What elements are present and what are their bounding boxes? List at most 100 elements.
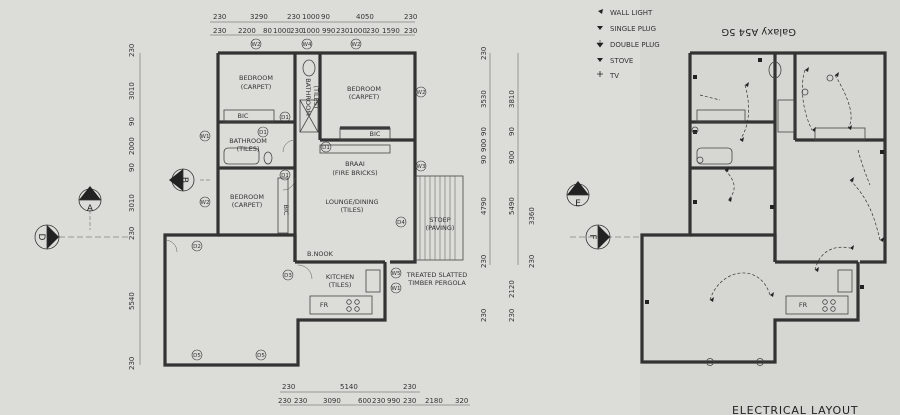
dim-left-3: 2000	[128, 137, 136, 155]
fridge-label-electrical: FR	[799, 301, 808, 309]
dim-bottom2-7: 2180	[425, 397, 443, 405]
dim-mid2-4: 3360	[528, 207, 536, 225]
tag-w1-left: W1	[201, 134, 210, 140]
room-braai-finish: (FIRE BRICKS)	[332, 169, 377, 177]
dims-top-row-1: 230 3290 230 1000 90 4050 230	[213, 13, 417, 21]
dim-top2-8: 1000	[349, 27, 367, 35]
section-letter-a: A	[87, 204, 94, 214]
dim-top1-1: 3290	[250, 13, 268, 21]
dim-bottom2-5: 990	[387, 397, 400, 405]
legend-stove: STOVE	[610, 57, 633, 65]
dim-bottom2-8: 320	[455, 397, 468, 405]
opening-tags: W2 W4 W2 W2 W1 W2 W3 W5 W1 D1 D1 D1 D1 D…	[191, 38, 427, 361]
dim-mid2-5: 230	[528, 255, 536, 268]
room-bedroom-3-finish: (CARPET)	[232, 201, 263, 209]
tag-d1-d: D1	[322, 145, 330, 151]
dim-mid2-3: 5490	[508, 197, 516, 215]
fridge-label: FR	[320, 301, 329, 309]
tag-d2: D2	[193, 244, 201, 250]
dim-mid2-7: 230	[508, 309, 516, 322]
dim-mid1-0: 230	[480, 47, 488, 60]
dim-bottom2-2: 3090	[323, 397, 341, 405]
left-floor-plan	[50, 21, 519, 406]
room-bedroom-1: BEDROOM	[239, 74, 273, 82]
bic-label-3: BIC	[282, 205, 290, 216]
dim-mid1-3: 900	[480, 139, 488, 152]
tag-d4: D4	[397, 220, 405, 226]
tag-w2-left: W2	[201, 200, 210, 206]
room-lounge-finish: (TILES)	[341, 206, 364, 214]
dim-bottom2-4: 230	[372, 397, 385, 405]
room-bathroom-2-finish: (TILES)	[312, 86, 320, 109]
section-letter-f: F	[587, 234, 597, 239]
tag-d1-a: D1	[259, 130, 267, 136]
dims-mid-column-2: 3810 90 900 5490 3360 230 2120 230	[508, 90, 536, 322]
room-bedroom-2-finish: (CARPET)	[349, 93, 380, 101]
section-marker-a	[78, 186, 102, 212]
tag-d1-c: D1	[281, 173, 289, 179]
dim-left-6: 230	[128, 227, 136, 240]
right-electrical-plan	[570, 51, 887, 366]
room-labels: BEDROOM (CARPET) BATHROOM (TILES) BEDROO…	[229, 74, 807, 309]
dim-top2-7: 230	[336, 27, 349, 35]
room-bathroom-2: BATHROOM	[304, 78, 312, 116]
dim-top2-9: 230	[366, 27, 379, 35]
section-marker-f	[585, 224, 611, 250]
dim-top2-2: 80	[263, 27, 272, 35]
section-marker-e	[566, 181, 590, 207]
room-bedroom-1-finish: (CARPET)	[241, 83, 272, 91]
dim-mid2-2: 900	[508, 151, 516, 164]
dim-mid1-5: 4790	[480, 197, 488, 215]
section-letter-e: E	[575, 199, 581, 209]
dim-top2-11: 230	[404, 27, 417, 35]
dim-bottom1-1: 5140	[340, 383, 358, 391]
dim-top2-3: 1000	[273, 27, 291, 35]
section-marker-d	[34, 224, 60, 250]
dim-bottom2-6: 230	[403, 397, 416, 405]
dims-mid-column-1: 230 3530 90 900 90 4790 230 230	[480, 47, 488, 322]
dim-mid1-6: 230	[480, 255, 488, 268]
dims-left-column: 230 3010 90 2000 90 3010 230 5540 230	[128, 44, 136, 370]
legend: WALL LIGHT SINGLE PLUG DOUBLE PLUG STOVE…	[609, 9, 660, 80]
dim-bottom2-0: 230	[278, 397, 291, 405]
dim-top1-5: 4050	[356, 13, 374, 21]
legend-tv: TV	[609, 72, 619, 80]
tag-w2-top-right: W2	[352, 42, 361, 48]
dim-top1-2: 230	[287, 13, 300, 21]
dim-top1-0: 230	[213, 13, 226, 21]
tag-w2-right: W2	[417, 90, 426, 96]
room-bedroom-2: BEDROOM	[347, 85, 381, 93]
room-bathroom-1: BATHROOM	[229, 137, 267, 145]
dim-top1-3: 1000	[302, 13, 320, 21]
dim-top1-4: 90	[321, 13, 330, 21]
dim-mid2-1: 90	[508, 127, 516, 136]
tag-w4-top: W4	[303, 42, 312, 48]
tag-d5-b: D5	[257, 353, 265, 359]
dim-mid1-1: 3530	[480, 90, 488, 108]
dims-bottom-row-2: 230 230 3090 600 230 990 230 2180 320	[278, 397, 468, 405]
dim-left-5: 3010	[128, 194, 136, 212]
dim-left-8: 230	[128, 357, 136, 370]
section-marker-b	[169, 168, 195, 192]
pergola-label-1: TREATED SLATTED	[406, 271, 467, 279]
tag-d1-b: D1	[281, 115, 289, 121]
tag-w3: W3	[417, 164, 426, 170]
dim-top2-4: 230	[290, 27, 303, 35]
dim-mid1-4: 90	[480, 155, 488, 164]
section-letter-b: B	[179, 177, 189, 183]
room-stoep: STOEP	[429, 216, 450, 224]
electrical-layout-title: ELECTRICAL LAYOUT	[732, 404, 858, 415]
dim-top2-0: 230	[213, 27, 226, 35]
room-kitchen: KITCHEN	[326, 273, 354, 281]
dim-top2-5: 1000	[302, 27, 320, 35]
section-letter-d: D	[36, 234, 46, 241]
dim-bottom1-0: 230	[282, 383, 295, 391]
dim-bottom2-3: 600	[358, 397, 371, 405]
watermark-text: Galaxy A54 5G	[721, 26, 796, 37]
tag-d3: D3	[284, 273, 292, 279]
dim-mid2-0: 3810	[508, 90, 516, 108]
pergola-label-2: TIMBER PERGOLA	[407, 279, 466, 287]
dim-top2-6: 990	[322, 27, 335, 35]
